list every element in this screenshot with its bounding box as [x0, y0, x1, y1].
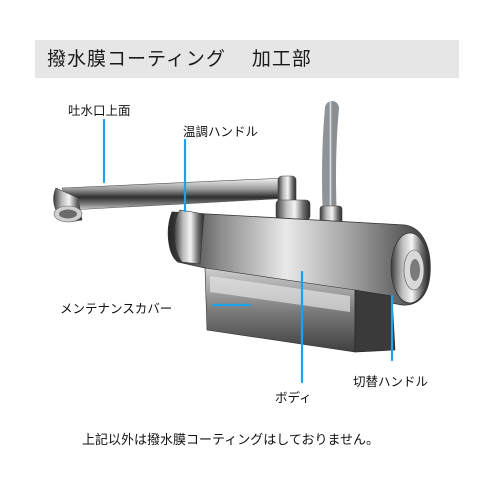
callout-lines [102, 118, 394, 384]
label-temp-handle: 温調ハンドル [183, 124, 259, 139]
shower-hose [321, 101, 339, 227]
maintenance-cover-shape [204, 267, 396, 353]
spout [53, 175, 297, 223]
label-switch-handle: 切替ハンドル [353, 374, 429, 389]
label-maintenance-cover: メンテナンスカバー [60, 301, 173, 316]
header-title: 撥水膜コーティング 加工部 [47, 40, 312, 78]
label-body: ボディ [275, 390, 312, 405]
header-banner: 撥水膜コーティング 加工部 [35, 40, 459, 78]
header-title-sub: 加工部 [251, 48, 312, 70]
mixer-body [167, 209, 431, 306]
label-spout-top: 吐水口上面 [68, 103, 131, 118]
footer-note: 上記以外は撥水膜コーティングはしておりません。 [82, 433, 380, 448]
header-title-main: 撥水膜コーティング [47, 48, 226, 70]
